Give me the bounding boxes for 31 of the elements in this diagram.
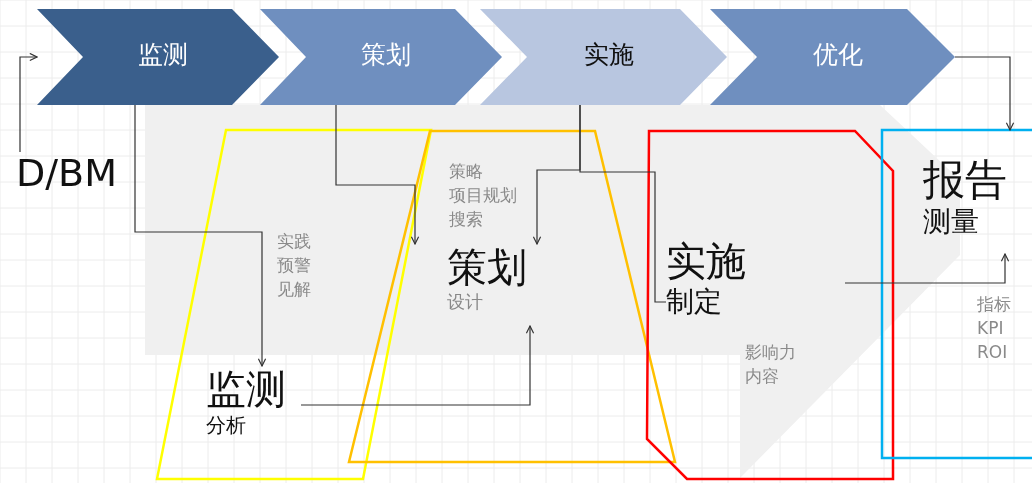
keyword: 搜索 [449, 209, 483, 229]
keyword: 指标 [977, 294, 1011, 314]
step-label: 监测 [138, 41, 188, 70]
heading: 监测 [206, 366, 286, 412]
step-label: 策划 [361, 41, 411, 70]
subheading: 测量 [923, 206, 979, 239]
keyword: ROI [977, 342, 1008, 362]
keyword: KPI [977, 318, 1004, 338]
connector-arrow [954, 56, 1015, 131]
keyword: 内容 [745, 366, 779, 386]
keyword: 预警 [277, 255, 311, 275]
heading: 策划 [447, 244, 527, 290]
connector-arrow [19, 52, 38, 153]
connector-arrow [134, 104, 267, 367]
subheading: 分析 [206, 414, 246, 437]
connector-line [579, 104, 667, 303]
keyword: 影响力 [745, 342, 796, 362]
keyword: 策略 [449, 161, 483, 181]
step-label: 实施 [583, 41, 634, 70]
keyword: 实践 [277, 231, 311, 251]
keyword: 见解 [277, 279, 311, 299]
connector-arrow [300, 325, 535, 406]
connector-arrow [335, 104, 420, 245]
subheading: 设计 [447, 292, 483, 313]
keyword: 项目规划 [449, 185, 517, 205]
heading: D/BM [16, 152, 117, 196]
connector-arrow [844, 253, 1010, 284]
heading: 实施 [666, 238, 746, 284]
heading: 报告 [923, 156, 1007, 205]
subheading: 制定 [666, 286, 722, 319]
step-label: 优化 [812, 41, 863, 70]
